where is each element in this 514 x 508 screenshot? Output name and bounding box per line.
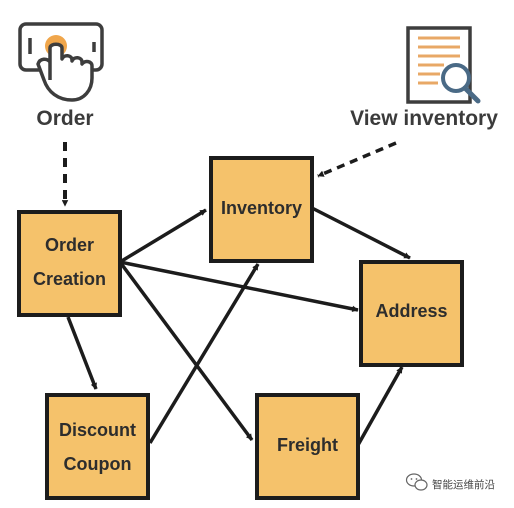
node-discount-coupon-label-line1: Discount	[59, 420, 136, 440]
edge-order-creation-to-freight	[118, 260, 254, 442]
document-magnifier-icon	[406, 26, 481, 104]
node-order-creation-label-line1: Order	[45, 235, 94, 255]
node-discount-coupon: Discount Coupon	[45, 393, 150, 500]
edge-inventory-to-address	[311, 206, 411, 260]
node-freight-label: Freight	[277, 435, 338, 455]
edge-order-creation-to-address	[119, 260, 359, 313]
node-freight: Freight	[255, 393, 360, 500]
edge-freight-to-address	[356, 366, 404, 446]
node-inventory-label: Inventory	[221, 198, 302, 218]
edge-order-creation-to-discount-coupon	[66, 316, 98, 390]
node-inventory: Inventory	[209, 156, 314, 263]
node-order-creation: Order Creation	[17, 210, 122, 317]
node-address: Address	[359, 260, 464, 367]
view-inventory-actor-label: View inventory	[350, 107, 498, 130]
node-discount-coupon-label-line2: Coupon	[64, 454, 132, 474]
watermark-text: 智能运维前沿	[432, 478, 495, 491]
hand-tapping-phone-icon	[18, 22, 104, 102]
watermark: 智能运维前沿	[405, 473, 495, 491]
node-address-label: Address	[375, 301, 447, 321]
edge-view-inventory-to-inventory	[317, 141, 397, 178]
edge-discount-coupon-to-inventory	[148, 263, 260, 444]
order-actor: Order	[18, 22, 104, 130]
wechat-icon	[405, 473, 428, 491]
node-order-creation-label-line2: Creation	[33, 269, 106, 289]
edge-order-creation-to-inventory	[119, 208, 207, 264]
order-actor-label: Order	[36, 107, 93, 130]
view-inventory-actor: View inventory	[350, 26, 498, 130]
edges	[61, 141, 411, 446]
